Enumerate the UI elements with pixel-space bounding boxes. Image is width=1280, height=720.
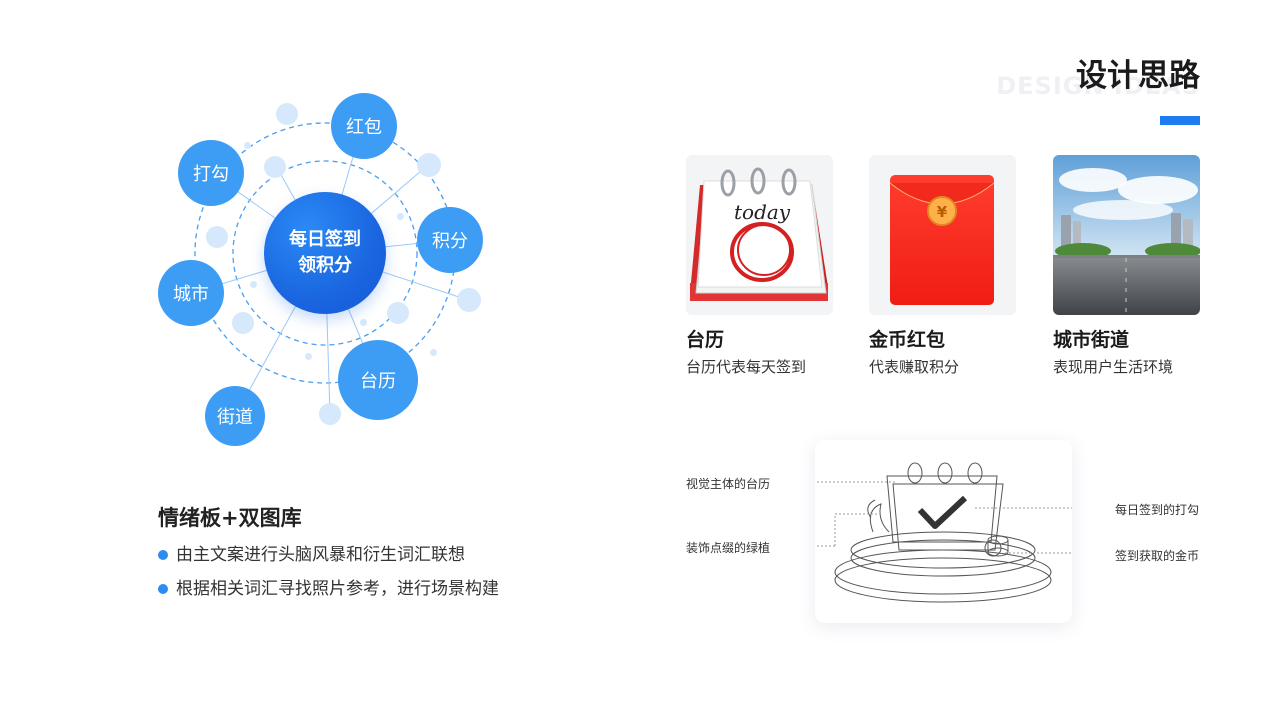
mind-node-taili: 台历 bbox=[338, 340, 418, 420]
city-street-photo bbox=[1053, 155, 1200, 315]
card-desc: 台历代表每天签到 bbox=[686, 358, 807, 376]
mind-map: 红包 打勾 积分 城市 台历 街道 每日签到 领积分 bbox=[150, 90, 510, 460]
decor-dot bbox=[305, 353, 312, 360]
annotation-calendar: 视觉主体的台历 bbox=[686, 477, 771, 491]
decor-dot bbox=[360, 319, 367, 326]
decor-dot bbox=[276, 103, 298, 125]
coin-yen-text: ¥ bbox=[937, 203, 948, 221]
annotation-checkmark: 每日签到的打勾 bbox=[1114, 503, 1199, 517]
decor-dot bbox=[417, 153, 441, 177]
mind-node-jifen: 积分 bbox=[417, 207, 483, 273]
annotation-plant: 装饰点缀的绿植 bbox=[686, 541, 771, 555]
moodboard-title: 情绪板+双图库 bbox=[158, 506, 302, 530]
decor-dot bbox=[250, 281, 257, 288]
decor-dot bbox=[232, 312, 254, 334]
sketch-panel bbox=[785, 440, 1115, 623]
card-name: 台历 bbox=[686, 329, 725, 351]
card-calendar: today 台历 台历代表每天签到 bbox=[686, 155, 833, 377]
list-item-text: 由主文案进行头脑风暴和衍生词汇联想 bbox=[176, 545, 465, 565]
desk-calendar-icon: today bbox=[686, 155, 833, 315]
list-item: 根据相关词汇寻找照片参考，进行场景构建 bbox=[158, 577, 499, 611]
decor-dot bbox=[264, 156, 286, 178]
decor-dot bbox=[430, 349, 437, 356]
calendar-today-text: today bbox=[734, 200, 791, 224]
decor-dot bbox=[244, 142, 251, 149]
card-red-envelope: ¥ 金币红包 代表赚取积分 bbox=[869, 155, 1016, 377]
decor-dot bbox=[387, 302, 409, 324]
decor-dot bbox=[206, 226, 228, 248]
mind-node-jiedao: 街道 bbox=[205, 386, 265, 446]
bullet-icon bbox=[158, 550, 168, 560]
decor-dot bbox=[319, 403, 341, 425]
mind-node-dagou: 打勾 bbox=[178, 140, 244, 206]
title-accent-bar bbox=[1160, 116, 1200, 125]
decor-dot bbox=[397, 213, 404, 220]
card-name: 金币红包 bbox=[869, 329, 946, 351]
card-desc: 代表赚取积分 bbox=[869, 358, 960, 376]
card-desc: 表现用户生活环境 bbox=[1053, 358, 1174, 376]
list-item: 由主文案进行头脑风暴和衍生词汇联想 bbox=[158, 543, 499, 577]
page-title: 设计思路 bbox=[1076, 58, 1200, 94]
header-background-subtitle: DESIGN IDEAS bbox=[996, 72, 1200, 100]
calendar-sketch-illustration bbox=[785, 462, 1115, 603]
moodboard-list: 由主文案进行头脑风暴和衍生词汇联想 根据相关词汇寻找照片参考，进行场景构建 bbox=[158, 543, 499, 611]
card-name: 城市街道 bbox=[1053, 329, 1130, 351]
center-line-1: 每日签到 bbox=[289, 229, 361, 250]
decor-dot bbox=[457, 288, 481, 312]
mind-center-node: 每日签到 领积分 bbox=[264, 192, 386, 314]
center-line-2: 领积分 bbox=[298, 255, 352, 276]
mind-node-hongbao: 红包 bbox=[331, 93, 397, 159]
red-envelope-icon: ¥ bbox=[869, 155, 1016, 315]
card-city-street: 城市街道 表现用户生活环境 bbox=[1053, 155, 1200, 377]
list-item-text: 根据相关词汇寻找照片参考，进行场景构建 bbox=[176, 579, 499, 599]
bullet-icon bbox=[158, 584, 168, 594]
mind-node-chengshi: 城市 bbox=[158, 260, 224, 326]
annotation-coin: 签到获取的金币 bbox=[1114, 549, 1199, 563]
